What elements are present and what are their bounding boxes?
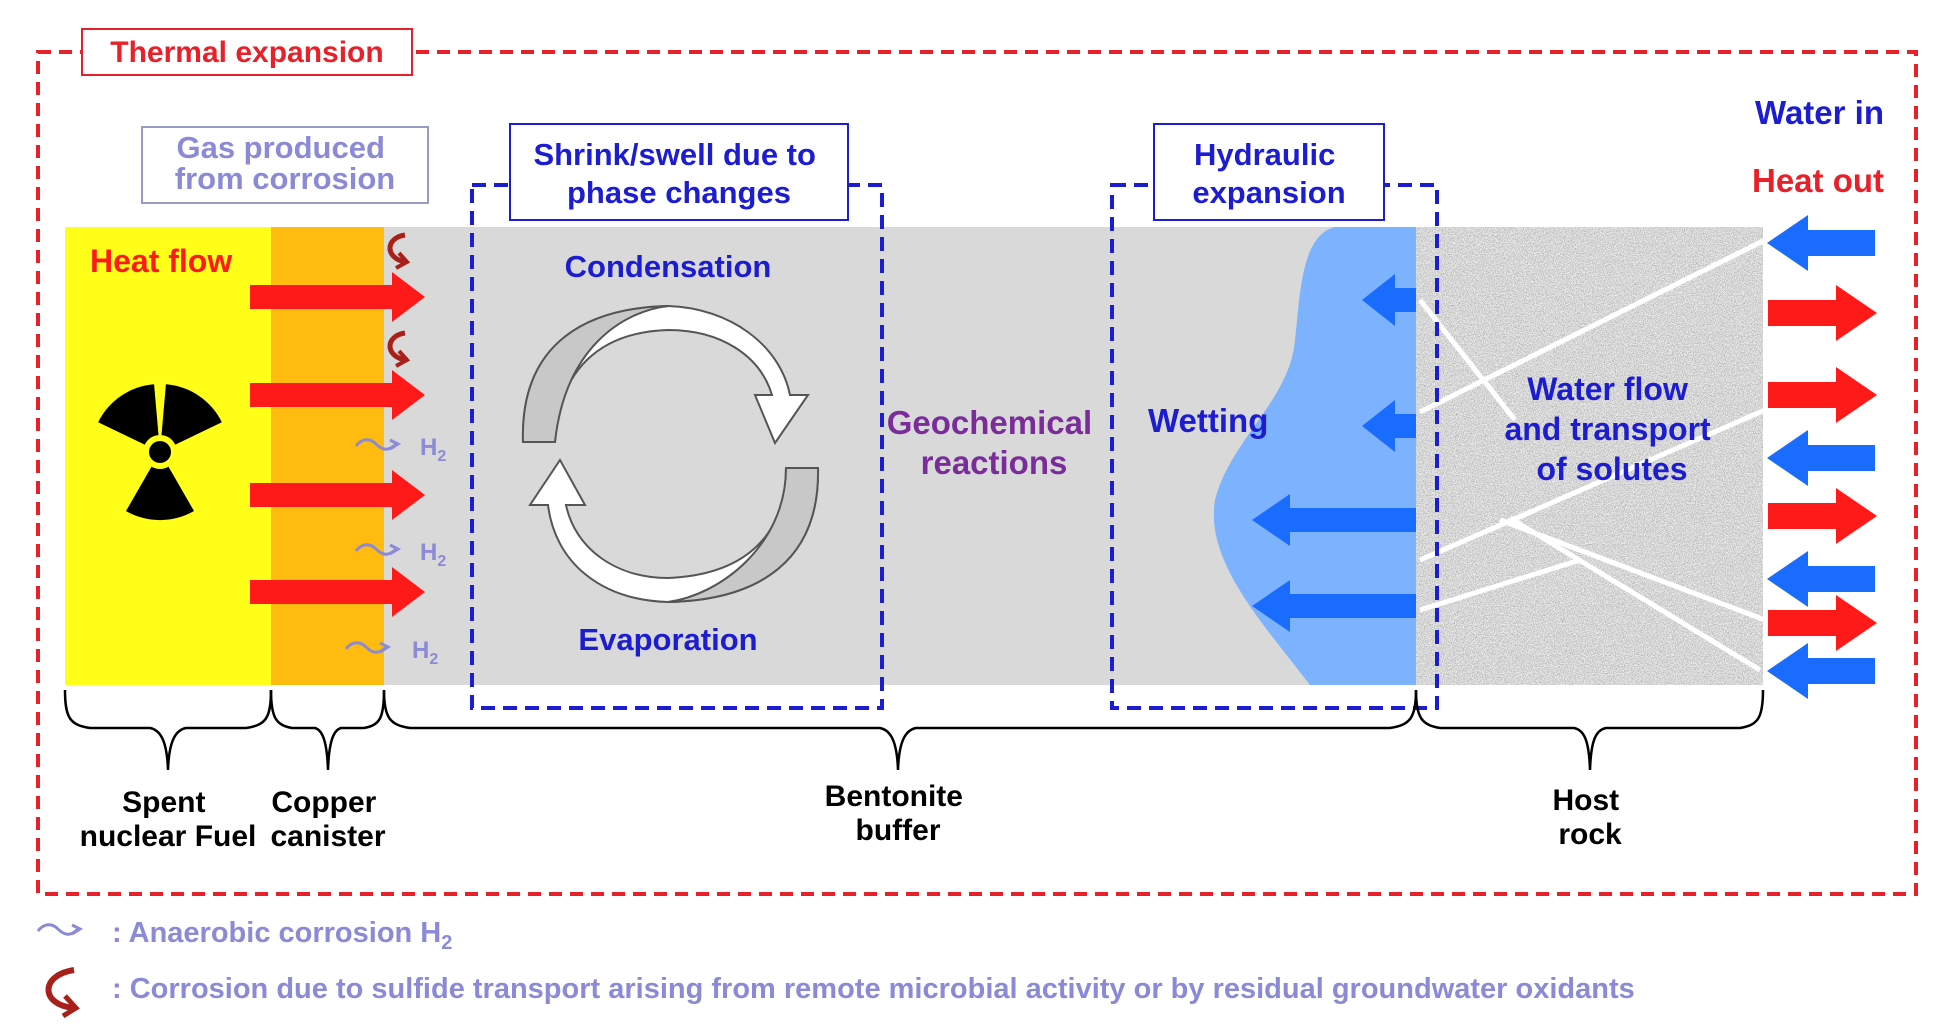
boundary-water-arrow-3 (1767, 551, 1875, 607)
heat-out-label: Heat out (1752, 162, 1884, 199)
zone-label-bentonite: Bentonite buffer (825, 780, 972, 847)
zone-label-fuel: Spent nuclear Fuel (80, 786, 257, 853)
phase-cycle-icon (521, 304, 820, 604)
hydraulic-label: Hydraulic expansion (1192, 137, 1345, 210)
heat-arrow-4 (250, 567, 425, 617)
thermal-expansion-title: Thermal expansion (110, 36, 383, 69)
wetting-label: Wetting (1148, 402, 1268, 439)
brace-fuel (63, 689, 273, 771)
water-in-label: Water in (1755, 94, 1884, 131)
zone-label-rock: Host rock (1552, 784, 1627, 851)
boundary-water-arrow-2 (1767, 430, 1875, 486)
boundary-arrows (1767, 215, 1877, 699)
geochemical-label: Geochemical reactions (887, 404, 1102, 481)
brace-rock (1414, 689, 1765, 771)
rock-fractures (1418, 237, 1767, 673)
evaporation-label: Evaporation (578, 622, 757, 657)
heat-flow-arrows (250, 272, 425, 617)
water-flow-label: Water flow and transport of solutes (1504, 371, 1719, 487)
radiation-icon (98, 384, 222, 521)
water-arrow-3 (1252, 494, 1416, 546)
boundary-water-arrow-4 (1767, 643, 1875, 699)
boundary-water-arrow-1 (1767, 215, 1875, 271)
thermal-expansion-frame (36, 50, 1918, 896)
heat-arrow-2 (250, 370, 425, 420)
legend-h2-text: : Anaerobic corrosion H2 (112, 917, 452, 954)
hydraulic-label-box (1153, 123, 1385, 221)
host-rock-zone (1416, 227, 1763, 685)
legend-sulfide-text: : Corrosion due to sulfide transport ari… (112, 973, 1635, 1005)
heat-arrow-3 (250, 470, 425, 520)
boundary-heat-arrow-2 (1768, 367, 1877, 423)
boundary-heat-arrow-3 (1768, 488, 1877, 544)
thermal-expansion-title-box (81, 28, 413, 76)
boundary-heat-arrow-1 (1768, 285, 1877, 341)
shrink-swell-label: Shrink/swell due to phase changes (533, 137, 824, 210)
heat-flow-label: Heat flow (90, 243, 232, 279)
zone-label-canister: Copper canister (270, 786, 385, 853)
heat-arrow-1 (250, 272, 425, 322)
water-arrow-1 (1362, 274, 1416, 326)
water-inflow-arrows (1252, 274, 1416, 632)
brace-canister (269, 689, 386, 771)
brace-bentonite (382, 689, 1418, 771)
water-arrow-2 (1362, 400, 1416, 452)
h2-label-2: H2 (420, 539, 446, 570)
wetting-front (1213, 227, 1416, 685)
sulfide-corrosion-icon (387, 232, 411, 368)
shrink-swell-label-box (509, 123, 849, 221)
legend-sulfide-icon (45, 967, 80, 1019)
h2-label-1: H2 (420, 434, 446, 465)
zone-braces (63, 689, 1765, 771)
gas-label-box (141, 126, 429, 204)
water-arrow-4 (1252, 580, 1416, 632)
gas-label: Gas produced from corrosion (175, 130, 395, 196)
legend-h2-icon (36, 923, 82, 936)
h2-label-3: H2 (412, 637, 438, 668)
condensation-label: Condensation (565, 249, 772, 284)
boundary-heat-arrow-4 (1768, 595, 1877, 651)
